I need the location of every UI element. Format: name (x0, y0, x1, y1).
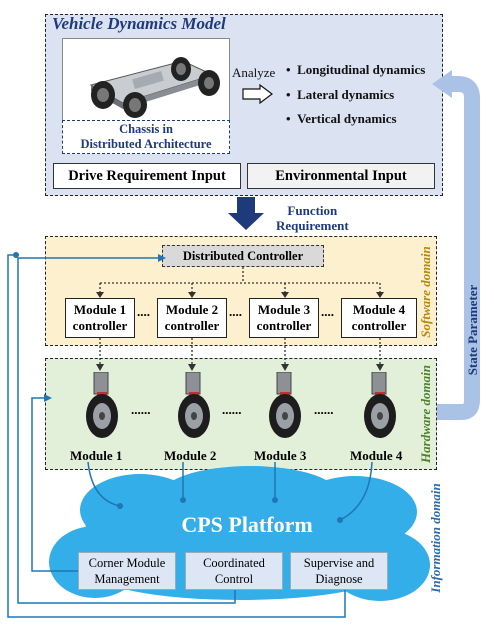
chassis-caption-line2: Distributed Architecture (80, 137, 212, 151)
analyze-arrow-icon (242, 84, 273, 104)
wheel-module-1-icon (86, 372, 118, 438)
information-domain-label: Information domain (428, 483, 443, 593)
function-requirement-arrow-icon (228, 197, 264, 230)
vehicle-dynamics-title: Vehicle Dynamics Model (52, 14, 226, 33)
wheel-ellipsis: ...... (314, 402, 334, 417)
dynamics-item: • Longitudinal dynamics (286, 62, 426, 77)
wheel-module-4-icon (364, 372, 396, 438)
wheel-module-2-icon (178, 372, 210, 438)
chassis-caption: Chassis in Distributed Architecture (62, 120, 230, 154)
controller-ellipsis: .... (321, 304, 334, 319)
cps-platform-title: CPS Platform (181, 512, 313, 537)
dynamics-item: • Lateral dynamics (286, 86, 395, 102)
dynamics-item: • Vertical dynamics (286, 111, 397, 126)
hardware-module-1-label: Module 1 (70, 448, 123, 463)
hardware-module-2-label: Module 2 (164, 448, 217, 463)
hardware-module-4-label: Module 4 (350, 448, 403, 463)
wheel-ellipsis: ...... (131, 402, 151, 417)
controller-ellipsis: .... (137, 304, 150, 319)
function-requirement-label: Function Requirement (276, 203, 349, 233)
chassis-caption-line1: Chassis in (119, 122, 173, 136)
wheel-module-3-icon (269, 372, 301, 438)
software-domain-label: Software domain (418, 246, 433, 337)
chassis-image (62, 38, 230, 121)
wheel-ellipsis: ...... (222, 402, 242, 417)
distributed-controller: Distributed Controller (162, 245, 324, 267)
hardware-domain-label: Hardware domain (418, 365, 433, 464)
dynamics-list: • Longitudinal dynamics • Lateral dynami… (286, 58, 425, 132)
controller-ellipsis: .... (229, 304, 242, 319)
drive-requirement-input: Drive Requirement Input (53, 163, 241, 189)
state-parameter-label: State Parameter (465, 284, 480, 375)
environmental-input: Environmental Input (247, 163, 435, 189)
hardware-module-3-label: Module 3 (254, 448, 307, 463)
analyze-label: Analyze (232, 65, 276, 80)
